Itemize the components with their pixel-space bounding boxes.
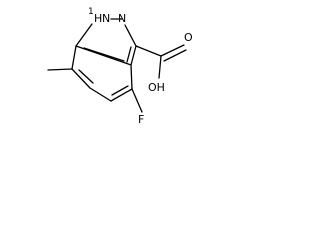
bond-c3a-c7a [75,45,132,66]
nh-hydrogen-label: H [94,12,102,25]
bond-c3-c3a-inner [126,46,132,63]
bond-c7-c6 [71,68,91,89]
bond-c3-carboxyl [135,45,162,57]
bond-c6-c5 [89,87,112,102]
nh-number-label: 1 [88,7,94,17]
bond-c7a-n1 [75,23,93,47]
bond-c6-c6-inner [78,69,94,84]
bond-c5-c4 [110,88,133,102]
bond-n2-c3 [124,24,137,47]
n2-nitrogen-label: N [118,12,126,25]
benzene-ring [71,45,133,102]
bond-c3-c3a [130,45,137,66]
substituents [47,44,187,113]
bond-c7a-c7 [71,45,77,70]
nh-nitrogen-label: N [102,12,110,25]
pyrazole-ring [75,18,137,66]
bond-carboxyl-oh [158,55,162,79]
bond-c4-c3a [130,64,133,90]
carbonyl-oxygen-label: O [184,31,193,44]
bond-c3a-c7a-inner [83,47,125,62]
bond-c4-fluorine [131,88,143,113]
bond-carboxyl-o-1 [160,44,185,57]
indazole-structure-diagram: 1 H N N O OH F [47,7,193,126]
hydroxyl-label: OH [148,81,165,94]
atom-labels: 1 H N N O OH F [88,7,193,126]
fluorine-label: F [138,113,144,126]
bond-methyl [47,68,73,71]
bond-c5-c4-inner [111,85,129,96]
bond-carboxyl-o-2 [163,49,187,62]
